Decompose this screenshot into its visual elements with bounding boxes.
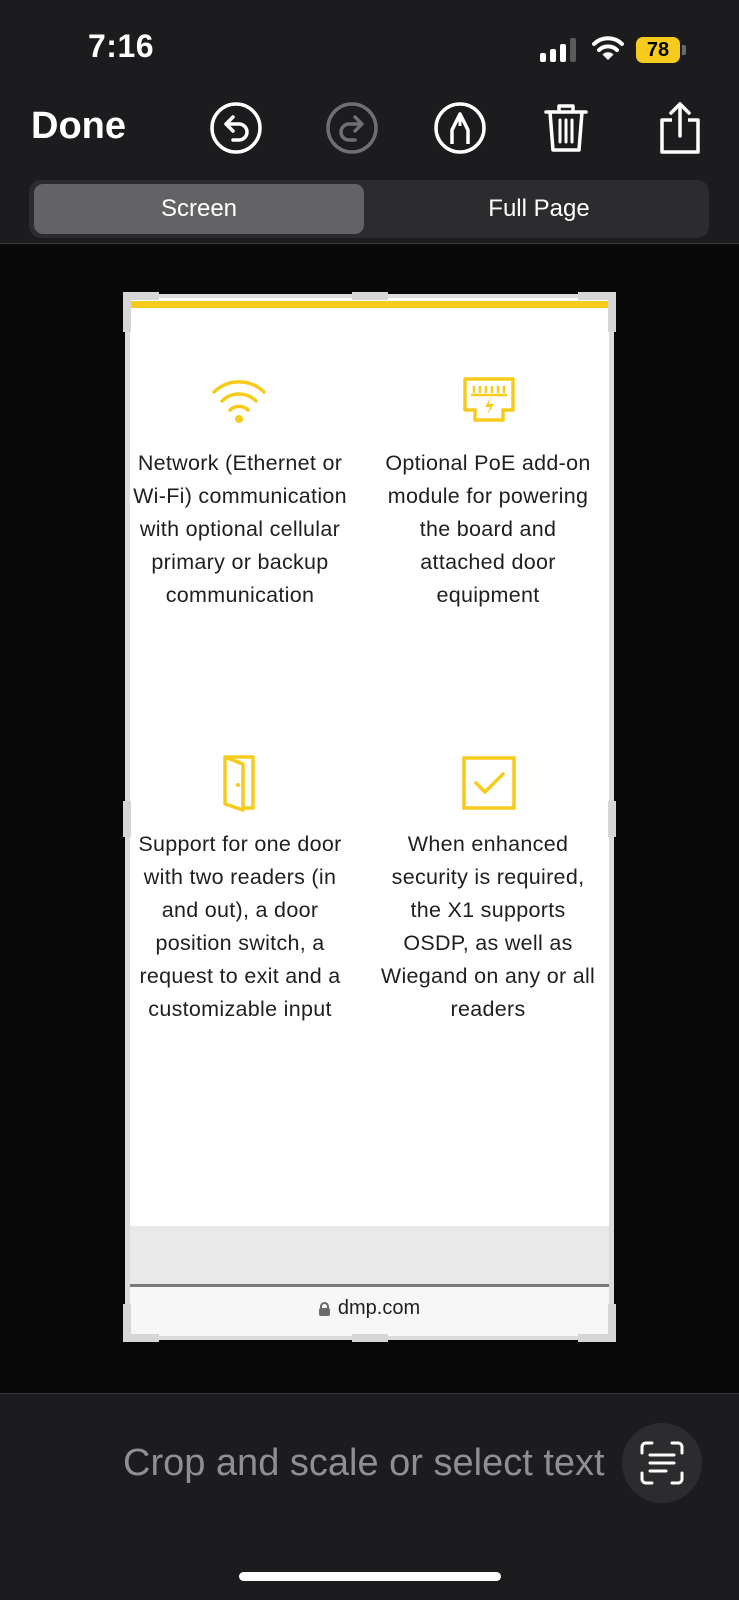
battery-indicator: 78 — [636, 37, 686, 63]
footer-divider — [129, 1284, 610, 1287]
checkbox-icon — [462, 756, 516, 810]
tab-full-page[interactable]: Full Page — [488, 195, 590, 222]
wifi-icon — [212, 380, 266, 423]
top-bar: 7:16 78 Done — [0, 0, 739, 244]
crop-handle-left-middle[interactable] — [123, 801, 131, 837]
live-text-icon — [640, 1441, 684, 1485]
status-time: 7:16 — [88, 28, 155, 64]
crop-handle-bottom-right-v[interactable] — [608, 1304, 616, 1342]
tab-screen[interactable]: Screen — [34, 184, 364, 234]
redo-icon — [326, 102, 378, 154]
feature-door-text: Support for one door with two readers (i… — [138, 832, 342, 1021]
share-icon — [660, 102, 700, 154]
crop-hint-text: Crop and scale or select text — [123, 1442, 605, 1484]
accent-bar — [129, 301, 610, 308]
undo-button[interactable] — [208, 100, 264, 156]
crop-handle-bottom-left[interactable] — [123, 1334, 159, 1342]
share-button[interactable] — [652, 100, 708, 156]
ethernet-port-icon — [463, 377, 515, 422]
done-button[interactable]: Done — [31, 105, 126, 147]
door-icon — [223, 755, 255, 812]
screenshot-preview[interactable]: Network (Ethernet or Wi-Fi) communicatio… — [129, 298, 610, 1337]
crop-handle-bottom-middle[interactable] — [352, 1334, 388, 1342]
url-bar: dmp.com — [129, 1287, 610, 1337]
lock-icon — [318, 1302, 330, 1316]
feature-poe-text: Optional PoE add-on module for powering … — [385, 451, 591, 607]
crop-handle-top-right-v[interactable] — [608, 292, 616, 332]
feature-security-text: When enhanced security is required, the … — [380, 832, 596, 1021]
redo-button[interactable] — [324, 100, 380, 156]
crop-handle-top-left-v[interactable] — [123, 292, 131, 332]
markup-button[interactable] — [432, 100, 488, 156]
page-footer — [129, 1226, 610, 1284]
crop-handle-top-left[interactable] — [123, 292, 159, 300]
crop-handle-bottom-right[interactable] — [578, 1334, 616, 1342]
home-indicator[interactable] — [239, 1572, 501, 1581]
bottom-bar: Crop and scale or select text — [0, 1393, 739, 1600]
delete-button[interactable] — [538, 100, 594, 156]
feature-network-text: Network (Ethernet or Wi-Fi) communicatio… — [133, 451, 347, 607]
view-mode-segmented-control: Screen Full Page — [29, 180, 709, 238]
battery-level: 78 — [636, 37, 680, 63]
trash-icon — [544, 104, 588, 152]
live-text-button[interactable] — [622, 1423, 702, 1503]
wifi-status-icon — [592, 36, 624, 60]
cellular-signal-icon — [540, 38, 578, 62]
crop-handle-right-middle[interactable] — [608, 801, 616, 837]
crop-handle-top-right[interactable] — [578, 292, 616, 300]
crop-handle-bottom-left-v[interactable] — [123, 1304, 131, 1342]
crop-handle-top-middle[interactable] — [352, 292, 388, 300]
undo-icon — [210, 102, 262, 154]
url-text: dmp.com — [337, 1297, 421, 1319]
markup-pen-icon — [434, 102, 486, 154]
